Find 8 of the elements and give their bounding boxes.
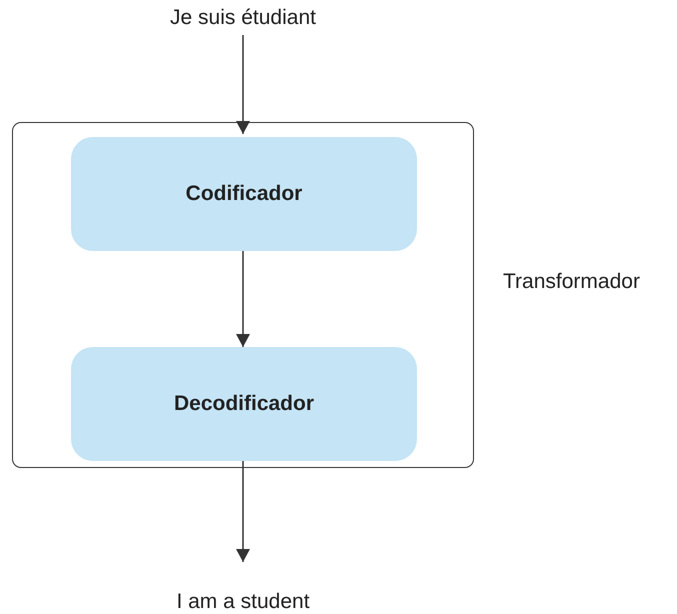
- arrow: [236, 251, 250, 347]
- arrow: [236, 461, 250, 562]
- decoder-box: Decodificador: [71, 347, 417, 461]
- arrow: [236, 35, 250, 134]
- output-text: I am a student: [143, 590, 343, 614]
- input-text: Je suis étudiant: [143, 6, 343, 34]
- container-label: Transformador: [503, 270, 640, 294]
- encoder-box: Codificador: [71, 137, 417, 251]
